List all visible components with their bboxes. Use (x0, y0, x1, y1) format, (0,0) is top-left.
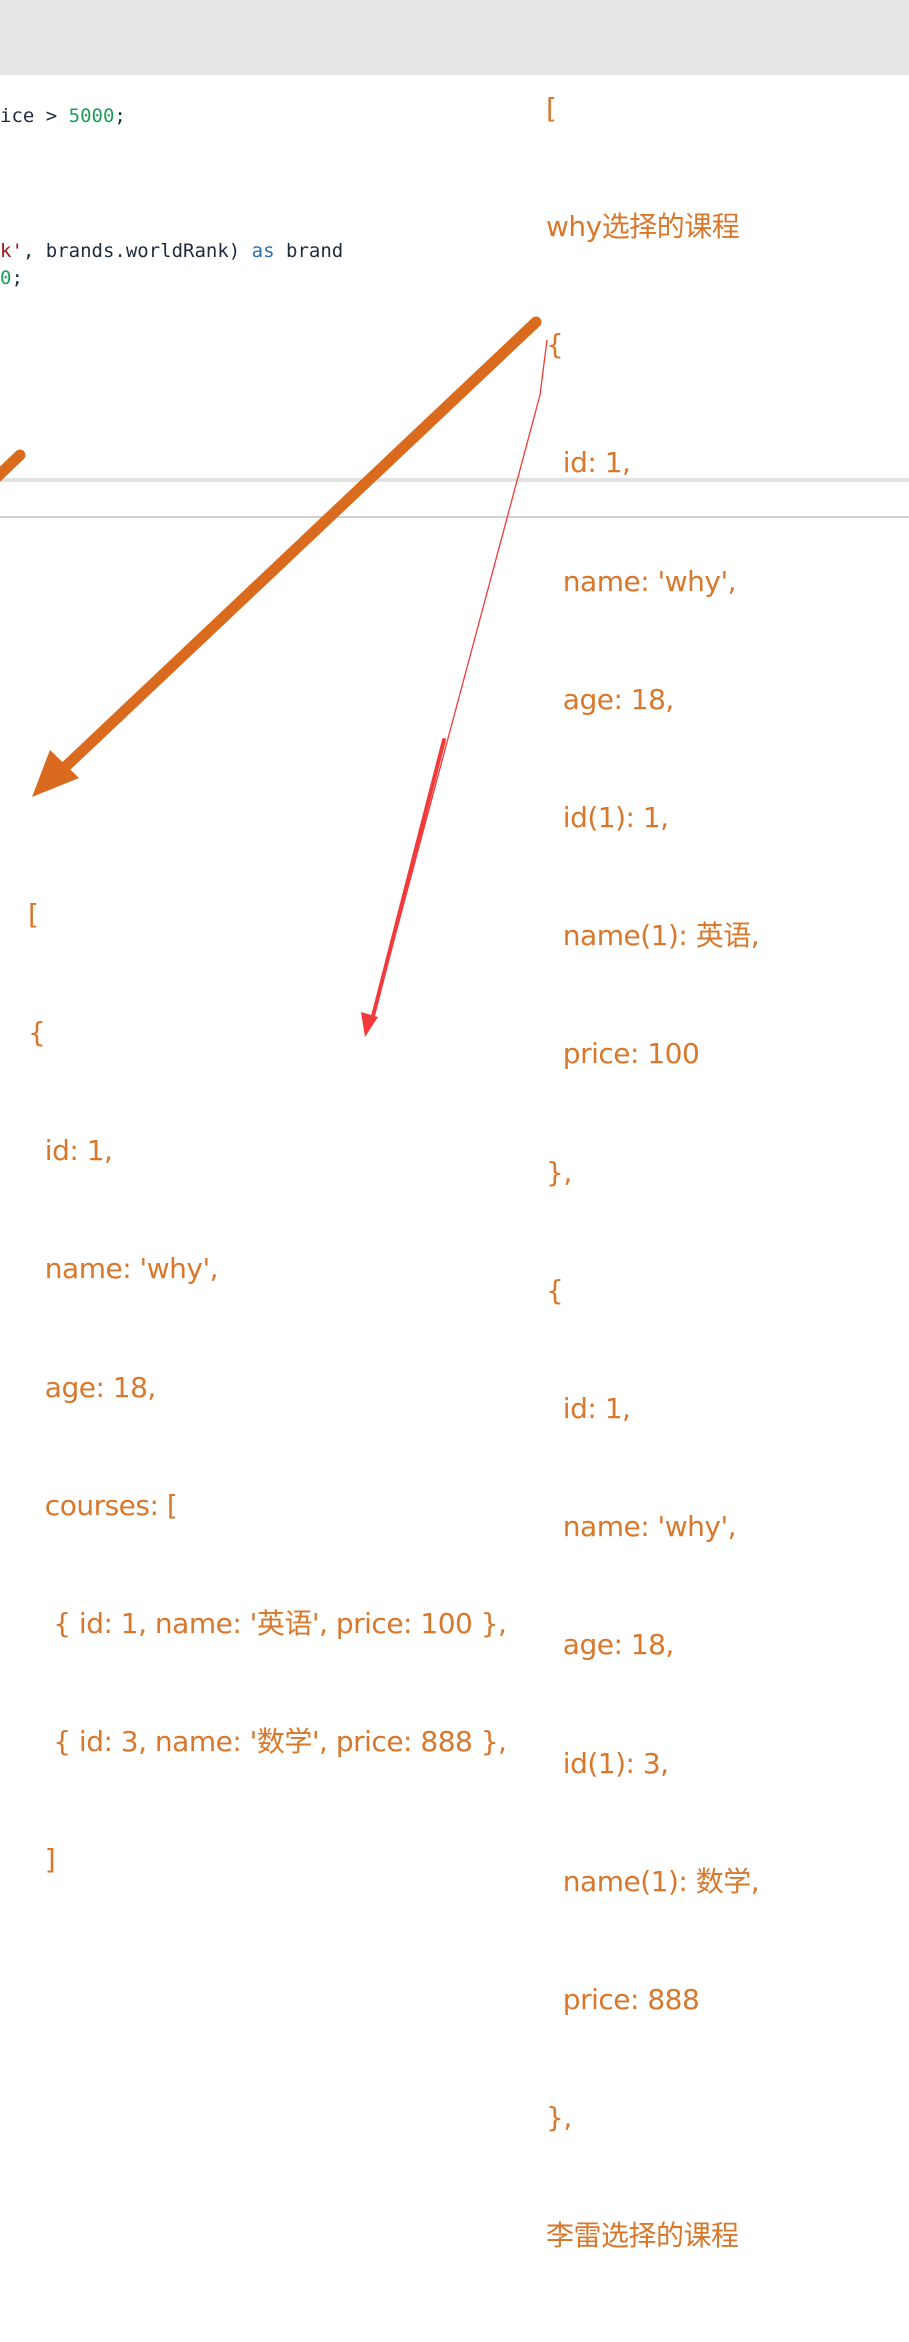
code-text: , brands.worldRank) (22, 240, 252, 262)
orange-stroke-fragment-icon (0, 449, 26, 482)
annotation-line: name: 'why', (28, 1252, 219, 1286)
code-keyword: as (251, 240, 275, 262)
nested-result-annotation: [ { id: 1, name: 'why', age: 18, courses… (28, 816, 507, 1919)
annotation-line: price: 100 (546, 1037, 700, 1071)
code-line-limit: 0; (0, 265, 23, 291)
annotation-line: id: 1, (28, 1134, 113, 1168)
annotation-line: id(1): 3, (546, 1746, 669, 1780)
annotation-line: age: 18, (546, 682, 675, 716)
annotation-line: name(1): 英语, (546, 919, 760, 953)
annotation-line: courses: [ (28, 1488, 178, 1522)
annotation-line: {} (546, 2335, 759, 2342)
annotation-line: [ (546, 91, 557, 125)
code-line-json-object: k', brands.worldRank) as brand (0, 238, 343, 264)
editor-toolbar-band (0, 0, 909, 75)
code-text: ; (114, 105, 126, 127)
annotation-line: id: 1, (546, 1392, 631, 1426)
annotation-line: why选择的课程 (546, 210, 740, 244)
code-number: 0 (0, 267, 12, 289)
annotation-line: id(1): 1, (546, 801, 669, 835)
flat-query-result-annotation: [ why选择的课程 { id: 1, name: 'why', age: 18… (546, 10, 760, 2342)
annotation-line: 李雷选择的课程 (546, 2219, 739, 2253)
annotation-line: id: 1, (546, 446, 631, 480)
code-text: brand (274, 240, 344, 262)
annotation-line: ] (28, 1843, 56, 1877)
annotation-line: name: 'why', (546, 564, 737, 598)
annotation-line: name: 'why', (546, 1510, 737, 1544)
annotation-line: price: 888 (546, 1983, 700, 2017)
code-number: 5000 (68, 105, 115, 127)
annotation-line: { (28, 1016, 46, 1050)
annotation-line: { id: 3, name: '数学', price: 888 }, (28, 1725, 507, 1759)
orange-arrow-icon (32, 316, 542, 797)
annotation-line: { (546, 1273, 564, 1307)
annotation-line: }, (546, 2101, 572, 2135)
annotation-line: { id: 1, name: '英语', price: 100 }, (28, 1607, 507, 1641)
annotation-line: [ (28, 897, 39, 931)
code-string: k' (0, 240, 23, 262)
code-line-price-filter: ice > 5000; (0, 103, 126, 129)
code-text: ice > (0, 105, 69, 127)
annotation-line: { (546, 328, 564, 362)
annotation-line: name(1): 数学, (546, 1864, 760, 1898)
code-text: ; (11, 267, 23, 289)
panel-divider (0, 478, 909, 518)
annotation-line: }, (546, 1155, 572, 1189)
annotation-line: age: 18, (28, 1370, 157, 1404)
annotation-line: age: 18, (546, 1628, 675, 1662)
